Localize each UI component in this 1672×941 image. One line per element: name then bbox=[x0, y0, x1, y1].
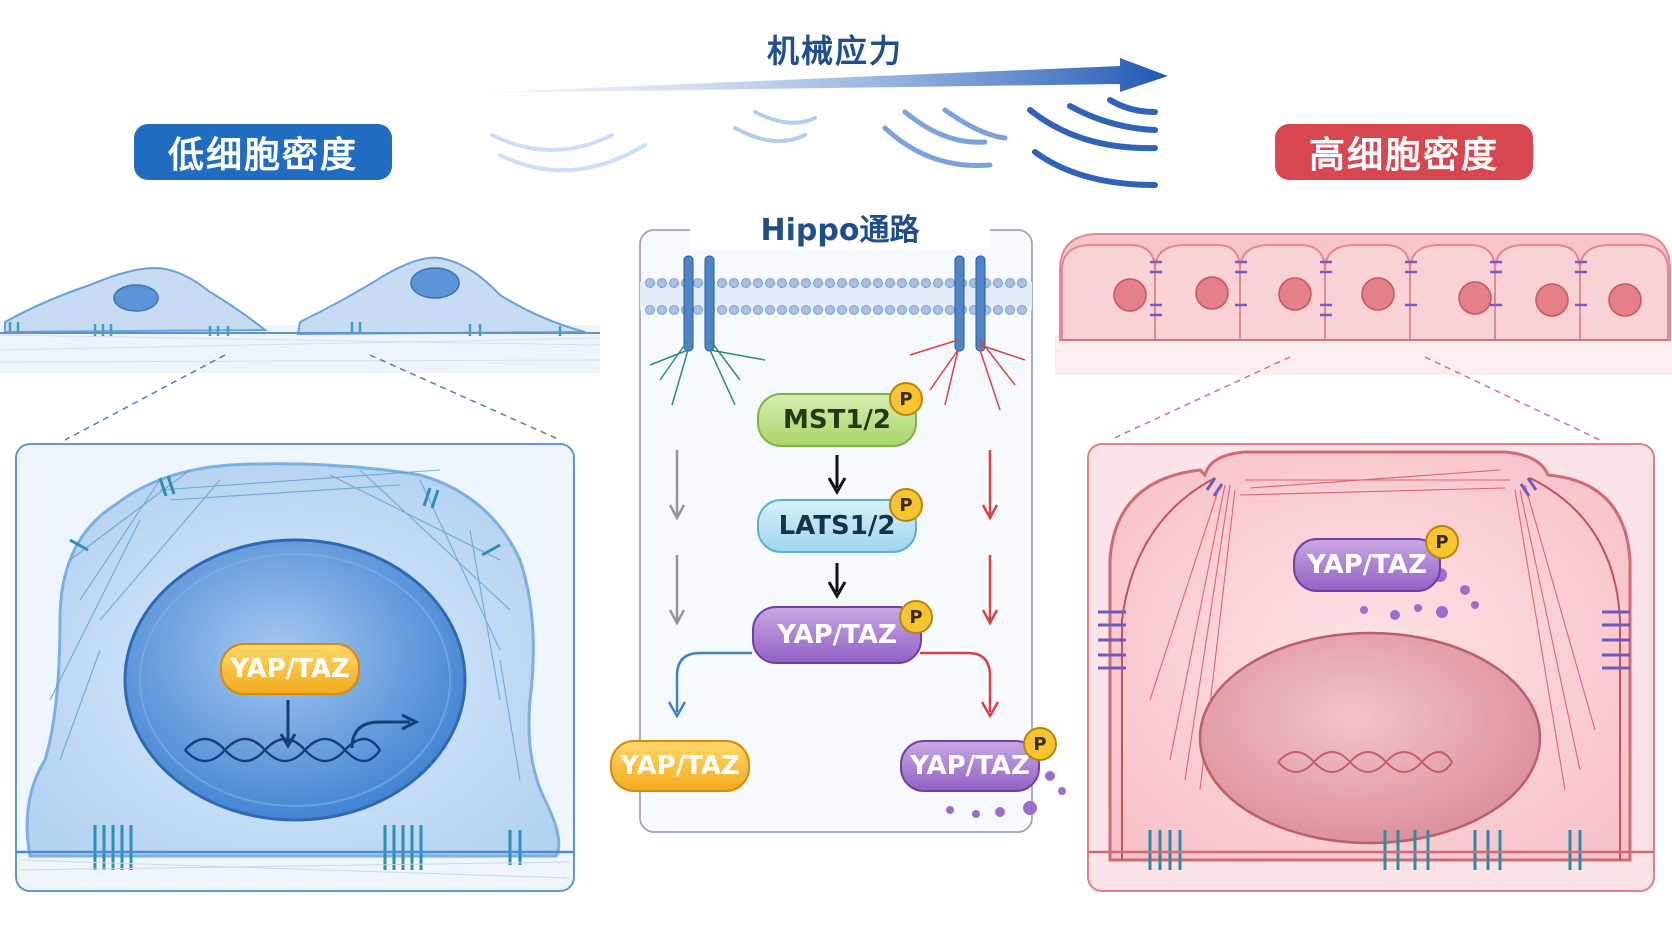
receptor-left-icon bbox=[649, 255, 766, 406]
receptor-right-icon bbox=[909, 255, 1026, 411]
yap-taz-center-node: YAP/TAZ bbox=[752, 606, 922, 664]
lats-phospho-badge: P bbox=[889, 488, 923, 522]
yap-taz-phospho-node: YAP/TAZ bbox=[900, 740, 1040, 792]
dna-helix-icon-inactive bbox=[1277, 751, 1453, 773]
high-cell-yap-taz: YAP/TAZ bbox=[1293, 538, 1441, 592]
high-density-cells-overview bbox=[1055, 233, 1672, 441]
cascade-arrows bbox=[827, 455, 847, 600]
branch-arrows bbox=[667, 651, 1000, 719]
mst-phospho-badge: P bbox=[889, 382, 923, 416]
side-arrows-right bbox=[981, 450, 999, 626]
high-cell-phospho-badge: P bbox=[1425, 525, 1459, 559]
high-density-cell-zoom bbox=[1087, 443, 1655, 892]
membrane-bilayer bbox=[640, 278, 1032, 315]
transcription-arrow bbox=[279, 700, 420, 749]
hippo-pathway-title: Hippo通路 bbox=[690, 205, 990, 249]
mechanical-stress-label: 机械应力 bbox=[766, 32, 903, 70]
high-density-label: 高细胞密度 bbox=[1275, 124, 1533, 180]
side-arrows-left bbox=[668, 450, 686, 626]
cytoplasmic-degradation-dots bbox=[1360, 568, 1479, 620]
low-cell-yap-taz: YAP/TAZ bbox=[220, 643, 360, 695]
degradation-dots bbox=[946, 771, 1066, 818]
yap-phospho-badge: P bbox=[1023, 727, 1057, 761]
yap-taz-nuclear-node: YAP/TAZ bbox=[610, 740, 750, 792]
mechanical-stress-arrow bbox=[470, 58, 1168, 93]
stress-wave-icons bbox=[490, 97, 1158, 188]
low-density-cells-overview bbox=[0, 256, 601, 441]
yap-center-phospho-badge: P bbox=[899, 600, 933, 634]
low-density-label: 低细胞密度 bbox=[134, 124, 392, 180]
